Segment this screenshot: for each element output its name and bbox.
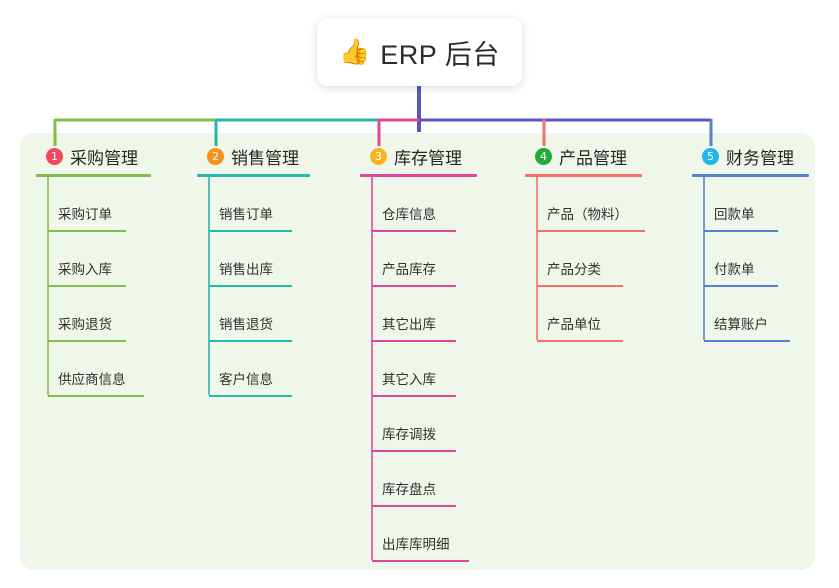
leaf-item-label: 销售出库 <box>219 262 273 277</box>
thumbs-up-icon: 👍 <box>339 37 371 66</box>
column-header-1[interactable]: 1 采购管理 <box>36 144 151 168</box>
column-badge-icon: 4 <box>535 147 552 165</box>
leaf-item-label: 采购退货 <box>58 317 112 332</box>
column-title: 库存管理 <box>394 148 462 168</box>
leaf-item-label: 供应商信息 <box>58 372 126 387</box>
leaf-item[interactable]: 产品分类 <box>525 232 642 287</box>
leaf-item[interactable]: 其它入库 <box>360 342 477 397</box>
leaf-list: 仓库信息产品库存其它出库其它入库库存调拨库存盘点出库库明细 <box>360 177 477 562</box>
leaf-list: 采购订单采购入库采购退货供应商信息 <box>36 177 151 397</box>
leaf-item-label: 销售退货 <box>219 317 273 332</box>
leaf-item-label: 产品单位 <box>547 317 601 332</box>
leaf-item[interactable]: 采购退货 <box>36 287 151 342</box>
leaf-item-underline <box>704 285 778 287</box>
leaf-item-underline <box>704 340 790 342</box>
column-title: 产品管理 <box>559 148 627 168</box>
leaf-item[interactable]: 仓库信息 <box>360 177 477 232</box>
leaf-item-underline <box>209 285 292 287</box>
column-2: 2 销售管理销售订单销售出库销售退货客户信息 <box>197 144 310 397</box>
leaf-item-label: 出库库明细 <box>382 537 450 552</box>
leaf-item-label: 结算账户 <box>714 317 768 332</box>
column-underline <box>360 174 477 177</box>
leaf-item[interactable]: 采购订单 <box>36 177 151 232</box>
leaf-item[interactable]: 产品库存 <box>360 232 477 287</box>
column-1: 1 采购管理采购订单采购入库采购退货供应商信息 <box>36 144 151 397</box>
leaf-item[interactable]: 销售订单 <box>197 177 310 232</box>
column-badge-icon: 3 <box>370 147 387 165</box>
leaf-list: 产品（物料） 产品分类产品单位 <box>525 177 645 342</box>
column-5: 5 财务管理回款单付款单结算账户 <box>692 144 809 342</box>
leaf-item-label: 库存盘点 <box>382 482 436 497</box>
column-title: 财务管理 <box>726 148 794 168</box>
column-header-5[interactable]: 5 财务管理 <box>692 144 809 168</box>
leaf-item[interactable]: 销售退货 <box>197 287 310 342</box>
leaf-item[interactable]: 客户信息 <box>197 342 310 397</box>
column-underline <box>692 174 809 177</box>
root-node-title: ERP 后台 <box>380 39 500 70</box>
leaf-item-label: 产品分类 <box>547 262 601 277</box>
leaf-item-underline <box>372 285 456 287</box>
leaf-item[interactable]: 出库库明细 <box>360 507 477 562</box>
leaf-item-underline <box>372 340 456 342</box>
leaf-item-underline <box>537 230 645 232</box>
leaf-item[interactable]: 库存盘点 <box>360 452 477 507</box>
leaf-item-label: 客户信息 <box>219 372 273 387</box>
leaf-item-label: 其它入库 <box>382 372 436 387</box>
leaf-item-underline <box>209 340 292 342</box>
column-header-4[interactable]: 4 产品管理 <box>525 144 642 168</box>
leaf-list: 回款单付款单结算账户 <box>692 177 809 342</box>
column-badge-icon: 1 <box>46 147 63 165</box>
column-header-2[interactable]: 2 销售管理 <box>197 144 310 168</box>
column-underline <box>36 174 151 177</box>
column-title: 销售管理 <box>231 148 299 168</box>
leaf-item-label: 采购订单 <box>58 207 112 222</box>
column-badge-icon: 2 <box>207 147 224 165</box>
leaf-item[interactable]: 采购入库 <box>36 232 151 287</box>
leaf-item-label: 仓库信息 <box>382 207 436 222</box>
mindmap-canvas-panel <box>20 133 815 570</box>
leaf-item-label: 产品库存 <box>382 262 436 277</box>
leaf-list: 销售订单销售出库销售退货客户信息 <box>197 177 310 397</box>
column-badge-icon: 5 <box>702 147 719 165</box>
column-4: 4 产品管理产品（物料） 产品分类产品单位 <box>525 144 645 342</box>
leaf-item-label: 采购入库 <box>58 262 112 277</box>
leaf-item-underline <box>48 340 126 342</box>
leaf-item-underline <box>48 230 126 232</box>
leaf-item-underline <box>372 560 469 562</box>
leaf-item[interactable]: 其它出库 <box>360 287 477 342</box>
leaf-item-label: 回款单 <box>714 207 755 222</box>
column-header-3[interactable]: 3 库存管理 <box>360 144 477 168</box>
leaf-item-underline <box>537 285 623 287</box>
leaf-item-underline <box>209 230 292 232</box>
leaf-item-label: 付款单 <box>714 262 755 277</box>
leaf-item-label: 其它出库 <box>382 317 436 332</box>
leaf-item-underline <box>372 505 456 507</box>
column-underline <box>197 174 310 177</box>
leaf-item-underline <box>209 395 292 397</box>
leaf-item-label: 销售订单 <box>219 207 273 222</box>
leaf-item[interactable]: 产品单位 <box>525 287 642 342</box>
leaf-item[interactable]: 销售出库 <box>197 232 310 287</box>
leaf-item-label: 产品（物料） <box>547 207 628 222</box>
leaf-item-underline <box>372 395 456 397</box>
root-node-card[interactable]: 👍 ERP 后台 <box>317 18 522 86</box>
leaf-item[interactable]: 回款单 <box>692 177 809 232</box>
leaf-item-underline <box>48 395 144 397</box>
leaf-item[interactable]: 供应商信息 <box>36 342 151 397</box>
column-underline <box>525 174 642 177</box>
leaf-item-underline <box>372 450 456 452</box>
leaf-item-underline <box>704 230 778 232</box>
leaf-item[interactable]: 库存调拨 <box>360 397 477 452</box>
leaf-item-underline <box>48 285 126 287</box>
column-3: 3 库存管理仓库信息产品库存其它出库其它入库库存调拨库存盘点出库库明细 <box>360 144 477 562</box>
leaf-item[interactable]: 结算账户 <box>692 287 809 342</box>
leaf-item-underline <box>372 230 456 232</box>
leaf-item-label: 库存调拨 <box>382 427 436 442</box>
leaf-item[interactable]: 产品（物料） <box>525 177 645 232</box>
leaf-item[interactable]: 付款单 <box>692 232 809 287</box>
column-title: 采购管理 <box>70 148 138 168</box>
leaf-item-underline <box>537 340 623 342</box>
